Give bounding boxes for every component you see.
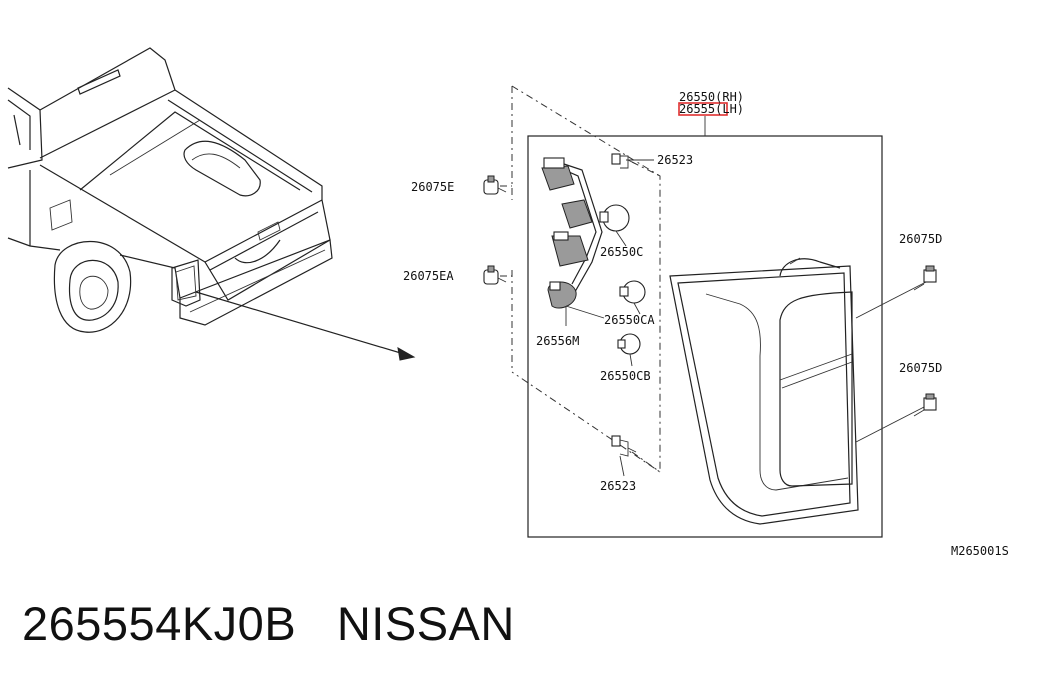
clip-26075e: [483, 175, 507, 195]
label-26556m: 26556M: [536, 334, 579, 348]
label-26075ea: 26075EA: [403, 269, 454, 283]
lh-highlight-box: [678, 102, 728, 116]
diagram-reference-code: M265001S: [951, 544, 1009, 558]
exploded-view: [483, 85, 937, 538]
label-26075d-lower: 26075D: [899, 361, 942, 375]
part-labels: 26550(RH) 26555(LH) 26523 26075E 26075EA…: [403, 90, 942, 493]
label-26550c: 26550C: [600, 245, 643, 259]
label-26550ca: 26550CA: [604, 313, 655, 327]
screw-lower: [855, 393, 937, 443]
label-lh: 26555(LH): [679, 102, 744, 116]
part-caption: 265554KJ0B NISSAN: [22, 596, 515, 651]
bulb-26550ca: [619, 280, 646, 315]
label-26075e: 26075E: [411, 180, 454, 194]
label-26523-top: 26523: [657, 153, 693, 167]
label-26523-bottom: 26523: [600, 479, 636, 493]
clip-26075ea: [483, 265, 507, 285]
bulb-26550cb: [617, 333, 641, 367]
screw-upper: [855, 265, 937, 319]
tail-lamp-lens: [669, 257, 859, 525]
truck-rear-illustration: [7, 47, 416, 361]
caption-brand: NISSAN: [336, 597, 515, 650]
label-26550cb: 26550CB: [600, 369, 651, 383]
bulb-holder-top: [611, 153, 637, 169]
bulb-26550c: [599, 204, 630, 247]
caption-part-number: 265554KJ0B: [22, 597, 297, 650]
label-26075d-upper: 26075D: [899, 232, 942, 246]
label-rh: 26550(RH): [679, 90, 744, 104]
socket-harness: [541, 157, 603, 326]
bulb-holder-bottom: [611, 435, 637, 457]
assembly-box: [527, 135, 883, 538]
